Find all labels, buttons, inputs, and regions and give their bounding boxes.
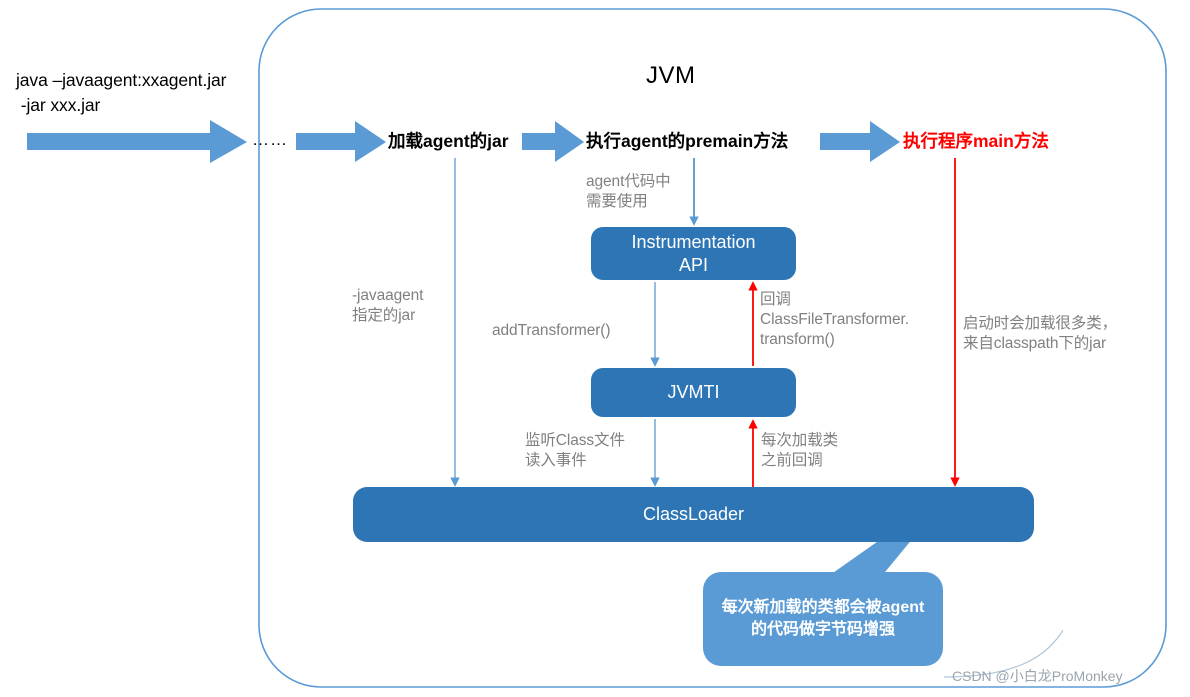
note-add-transformer: addTransformer() — [492, 322, 611, 339]
box-classloader-label: ClassLoader — [642, 504, 745, 525]
flow-ellipsis: …… — [252, 130, 288, 149]
flow-step-run-main: 执行程序main方法 — [903, 131, 1049, 151]
note-agent-code-use: agent代码中 需要使用 — [586, 173, 671, 210]
box-jvmti-label: JVMTI — [667, 382, 720, 403]
callout-label: 每次新加载的类都会被agent的代码做字节码增强 — [721, 598, 925, 638]
note-before-each-load: 每次加载类 之前回调 — [761, 432, 839, 469]
callout-bytecode-enhancement: 每次新加载的类都会被agent的代码做字节码增强 — [703, 572, 943, 666]
box-instrumentation-api-label: Instrumentation API — [631, 231, 756, 275]
java-command-text: java –javaagent:xxagent.jar -jar xxx.jar — [16, 70, 227, 115]
watermark-text: CSDN @小白龙ProMonkey — [952, 668, 1123, 684]
flow-step-load-agent-jar: 加载agent的jar — [388, 131, 509, 151]
box-instrumentation-api: Instrumentation API — [591, 227, 796, 280]
flow-step-run-premain: 执行agent的premain方法 — [586, 131, 789, 151]
note-startup-many-classes: 启动时会加载很多类， 来自classpath下的jar — [963, 315, 1118, 352]
note-javaagent-jar: -javaagent 指定的jar — [352, 287, 424, 324]
entry-block-arrow — [27, 120, 247, 163]
flow-block-arrow-1 — [296, 121, 386, 162]
box-classloader: ClassLoader — [353, 487, 1034, 542]
flow-block-arrow-2 — [522, 121, 584, 162]
note-listen-class-file: 监听Class文件 读入事件 — [525, 432, 625, 469]
box-jvmti: JVMTI — [591, 368, 796, 417]
note-callback-transform: 回调 ClassFileTransformer. transform() — [760, 291, 909, 348]
flow-block-arrow-3 — [820, 121, 900, 162]
jvm-title: JVM — [646, 62, 696, 89]
